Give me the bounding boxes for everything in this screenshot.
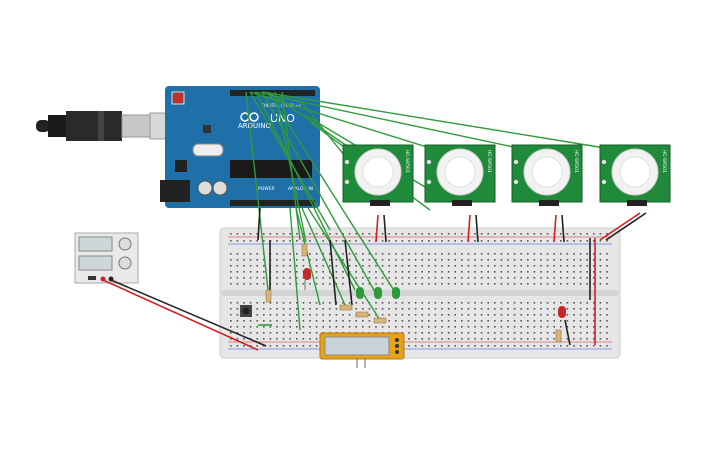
signal-wire[interactable]: [267, 91, 351, 149]
crystal: [192, 143, 224, 157]
pir-sensor[interactable]: HC-SR501: [342, 144, 414, 206]
pir-sensor-label: HC-SR501: [661, 150, 667, 173]
arduino-model: UNO: [270, 112, 295, 125]
power-label: POWER: [258, 186, 275, 192]
digital-label: DIGITAL (PWM ~): [262, 103, 301, 109]
signal-wire[interactable]: [299, 99, 349, 161]
pir-sensor-group: HC-SR501 HC-SR501 HC-SR501 HC-SR501: [342, 144, 671, 206]
arduino-uno-board[interactable]: ARDUINO UNO DIGITAL (PWM ~) POWER ANALOG…: [160, 86, 320, 208]
power-jack: [160, 180, 190, 202]
pir-sensor[interactable]: HC-SR501: [424, 144, 496, 206]
breadboard[interactable]: [219, 227, 621, 359]
arduino-brand: ARDUINO: [238, 122, 271, 130]
voltage-knob-icon[interactable]: [118, 237, 132, 251]
signal-wire[interactable]: [249, 91, 431, 149]
components[interactable]: [240, 243, 566, 343]
red-led[interactable]: [303, 268, 311, 290]
current-knob-icon[interactable]: [118, 256, 132, 270]
power-supply[interactable]: [74, 232, 139, 284]
usb-cable[interactable]: [36, 111, 173, 141]
signal-wire[interactable]: [307, 207, 381, 321]
reset-button[interactable]: [172, 92, 184, 104]
pir-sensor-label: HC-SR501: [404, 150, 410, 173]
gnd-wire: [257, 207, 261, 241]
signal-wire[interactable]: [254, 91, 519, 149]
pir-sensor-label: HC-SR501: [573, 150, 579, 173]
psu-black-wire: [110, 279, 267, 347]
analog-label: ANALOG IN: [288, 186, 313, 192]
wires[interactable]: [102, 91, 647, 351]
analog-header: [230, 200, 315, 206]
pir-sensor[interactable]: HC-SR501: [599, 144, 671, 206]
atmega-chip: [230, 160, 312, 178]
green-led[interactable]: [356, 287, 400, 299]
signal-wire[interactable]: [245, 91, 269, 291]
signal-wire[interactable]: [295, 207, 321, 306]
red-led[interactable]: [558, 306, 566, 318]
pir-sensor[interactable]: HC-SR501: [511, 144, 583, 206]
resistor[interactable]: [265, 243, 562, 343]
pir-sensor-label: HC-SR501: [486, 150, 492, 173]
pushbutton-icon[interactable]: [240, 305, 252, 317]
signal-wire[interactable]: [267, 91, 396, 293]
signal-wire[interactable]: [289, 207, 301, 331]
signal-wire[interactable]: [301, 207, 346, 306]
signal-wire[interactable]: [255, 91, 356, 291]
psu-red-wire: [102, 279, 259, 351]
signal-wire[interactable]: [261, 91, 376, 293]
signal-wire[interactable]: [281, 91, 301, 241]
digital-header: [230, 90, 315, 96]
signal-wire[interactable]: [261, 91, 606, 149]
lcd-display[interactable]: [319, 332, 405, 368]
